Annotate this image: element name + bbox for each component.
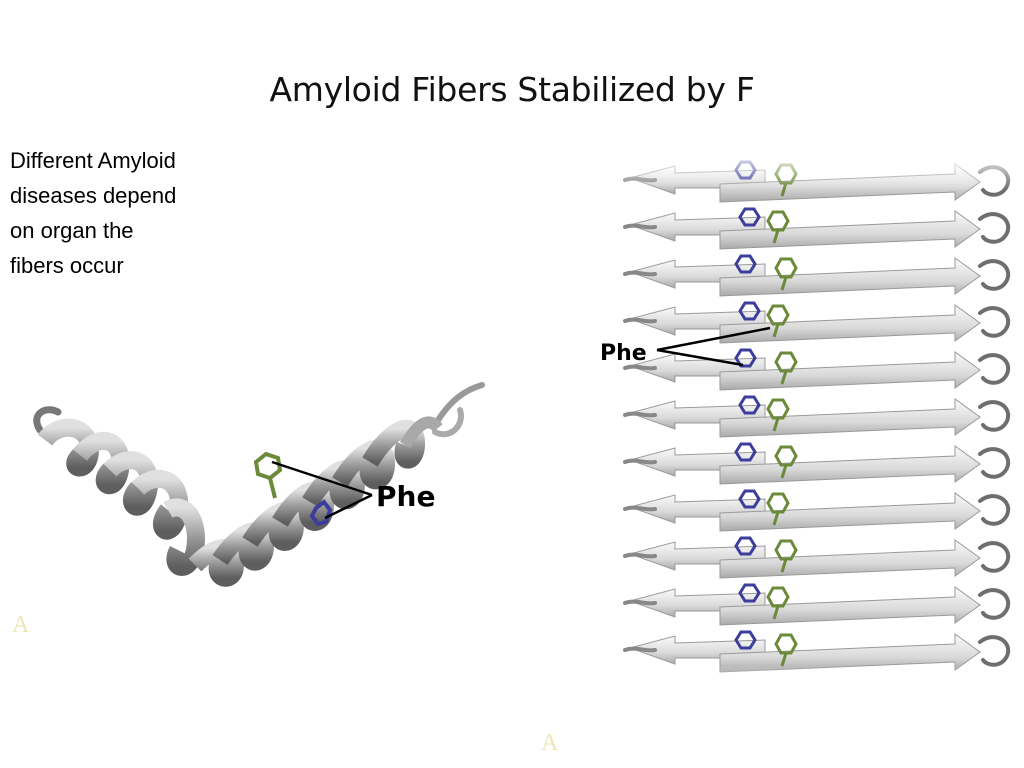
- helix-tail: [33, 406, 62, 434]
- strand-stack: [623, 163, 1011, 673]
- strand-loop: [623, 364, 657, 371]
- strand-loop: [978, 400, 1011, 432]
- strand-loop: [623, 411, 657, 418]
- strand-loop: [978, 447, 1011, 479]
- beta-strand: [719, 398, 981, 438]
- strand-loop: [978, 541, 1011, 573]
- phe-blue-residue: [734, 254, 757, 274]
- faint-mark: A: [541, 730, 559, 756]
- phe-green-residue: [766, 304, 790, 326]
- strand-loop: [978, 588, 1011, 620]
- faint-mark: A: [12, 612, 30, 638]
- phe-blue-residue: [309, 499, 333, 527]
- phe-green-residue: [766, 492, 790, 514]
- body-line: on organ the: [10, 218, 134, 243]
- strand-loop: [623, 317, 657, 324]
- phe-green-residue: [774, 445, 798, 467]
- beta-strand: [719, 445, 981, 485]
- beta-strand: [719, 351, 981, 391]
- phe-green-residue: [774, 633, 798, 655]
- strand-loop: [623, 223, 657, 230]
- phe-green-bond: [772, 323, 780, 338]
- phe-label: Phe: [600, 341, 647, 366]
- body-line: Different Amyloid: [10, 148, 176, 173]
- beta-strand: [719, 304, 981, 344]
- beta-strand: [719, 492, 981, 532]
- phe-green-bond: [772, 605, 780, 620]
- phe-blue-residue: [738, 301, 761, 321]
- phe-blue-residue: [738, 207, 761, 227]
- phe-green-bond: [780, 276, 788, 291]
- phe-green-bond: [780, 370, 788, 385]
- phe-green-bond: [780, 464, 788, 479]
- beta-strand: [719, 539, 981, 579]
- beta-strand: [719, 586, 981, 626]
- strand-loop: [978, 635, 1011, 667]
- phe-blue-residue: [738, 583, 761, 603]
- strand-loop: [623, 599, 657, 606]
- beta-strand: [719, 210, 981, 250]
- phe-blue-residue: [734, 536, 757, 556]
- beta-strand: [719, 257, 981, 297]
- body-line: diseases depend: [10, 183, 177, 208]
- body-text: Different Amyloid diseases depend on org…: [10, 143, 240, 283]
- fiber-figure: Phe: [595, 150, 1020, 705]
- phe-blue-residue: [738, 489, 761, 509]
- phe-green-bond: [780, 558, 788, 573]
- strand-loop: [623, 458, 657, 465]
- strand-loop: [978, 306, 1011, 338]
- strand-loop: [623, 552, 657, 559]
- phe-green-residue: [774, 257, 798, 279]
- phe-blue-residue: [734, 442, 757, 462]
- helix-tail: [432, 407, 464, 438]
- phe-pointer-line: [324, 493, 373, 520]
- phe-green-bond: [780, 652, 788, 667]
- phe-green-residue: [766, 586, 790, 608]
- phe-green-residue: [253, 451, 283, 499]
- strand-loop: [978, 494, 1011, 526]
- strand-loop: [978, 353, 1011, 385]
- phe-blue-residue: [738, 395, 761, 415]
- slide-title: Amyloid Fibers Stabilized by F: [269, 70, 755, 109]
- phe-blue-residue: [734, 348, 757, 368]
- strand-loop: [623, 646, 657, 653]
- phe-green-residue: [766, 210, 790, 232]
- phe-green-bond: [772, 417, 780, 432]
- phe-pointer-line: [656, 348, 744, 367]
- strand-loop: [623, 505, 657, 512]
- phe-label: Phe: [376, 480, 435, 513]
- strand-loop: [623, 270, 657, 277]
- phe-green-residue: [766, 398, 790, 420]
- phe-green-residue: [774, 539, 798, 561]
- phe-pointer-line: [271, 460, 373, 497]
- phe-pointer-line: [656, 326, 771, 352]
- phe-green-residue: [774, 351, 798, 373]
- strand-loop: [978, 259, 1011, 291]
- body-line: fibers occur: [10, 253, 124, 278]
- helix-tail: [432, 382, 485, 428]
- helix-figure: Phe: [33, 382, 485, 587]
- phe-green-bond: [772, 511, 780, 526]
- phe-blue-residue: [734, 630, 757, 650]
- strand-loop: [978, 212, 1011, 244]
- phe-green-bond: [772, 229, 780, 244]
- helix-coil: [37, 416, 443, 587]
